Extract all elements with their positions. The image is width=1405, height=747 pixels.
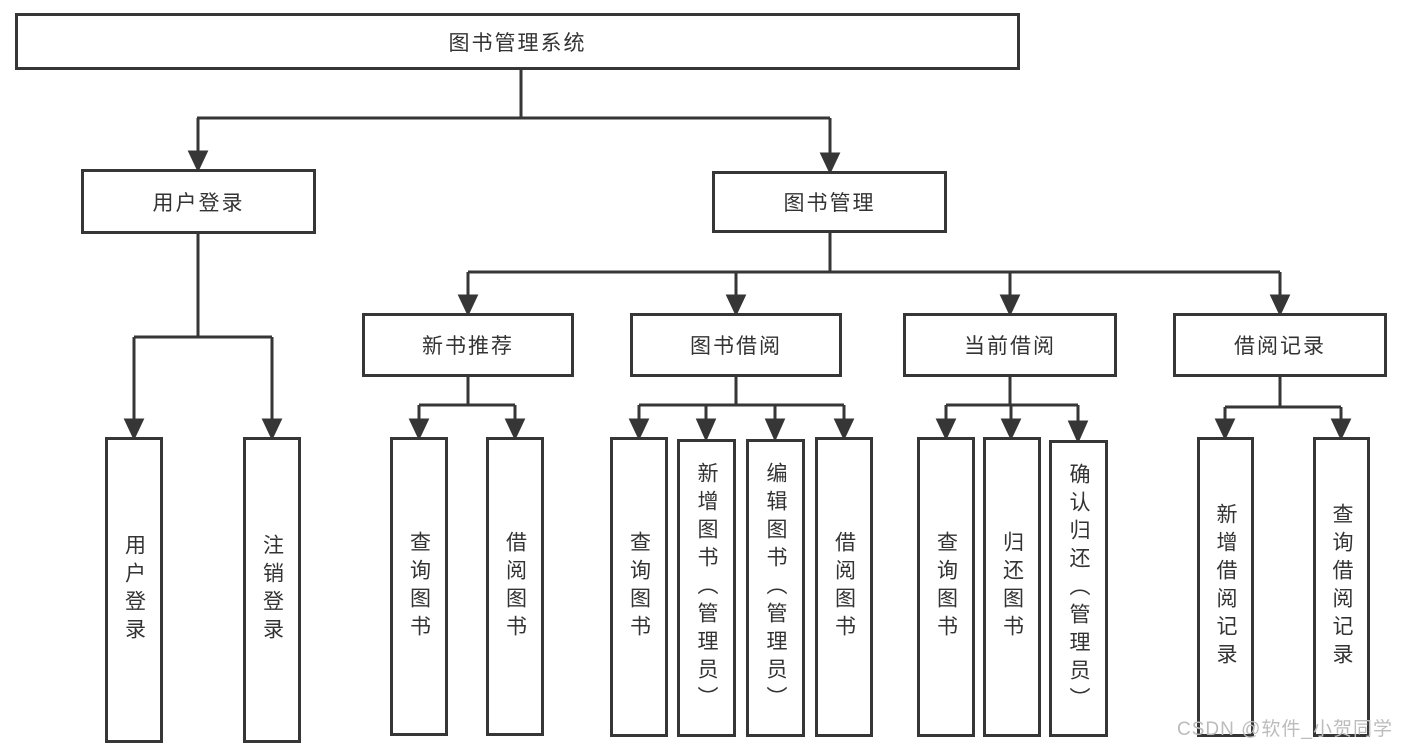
node-leaf-edit-book-admin: 编辑图书（管理员） [746, 439, 805, 737]
node-leaf-query-borrow-record: 查询借阅记录 [1313, 437, 1370, 737]
node-user-login: 用户登录 [81, 169, 316, 234]
node-leaf-query-book-borrow: 查询图书 [610, 437, 668, 737]
node-borrow-record: 借阅记录 [1173, 313, 1387, 377]
node-new-book-recommend: 新书推荐 [362, 313, 574, 377]
node-leaf-borrow-book-recommend: 借阅图书 [486, 437, 544, 736]
node-leaf-user-login: 用户登录 [105, 437, 163, 743]
node-leaf-add-borrow-record: 新增借阅记录 [1197, 437, 1254, 737]
node-leaf-borrow-book: 借阅图书 [815, 437, 873, 737]
node-leaf-query-book-recommend: 查询图书 [390, 437, 448, 736]
node-leaf-add-book-admin: 新增图书（管理员） [677, 439, 736, 737]
node-book-management: 图书管理 [712, 171, 947, 233]
node-root: 图书管理系统 [15, 13, 1020, 70]
node-leaf-confirm-return-admin: 确认归还（管理员） [1049, 440, 1108, 737]
node-current-borrow: 当前借阅 [903, 313, 1117, 377]
csdn-watermark: CSDN @软件_小贺同学 [1177, 719, 1393, 740]
node-leaf-return-book: 归还图书 [983, 437, 1041, 737]
node-book-borrow: 图书借阅 [630, 313, 842, 377]
node-leaf-logout: 注销登录 [243, 437, 301, 743]
node-leaf-query-book-current: 查询图书 [917, 437, 975, 737]
